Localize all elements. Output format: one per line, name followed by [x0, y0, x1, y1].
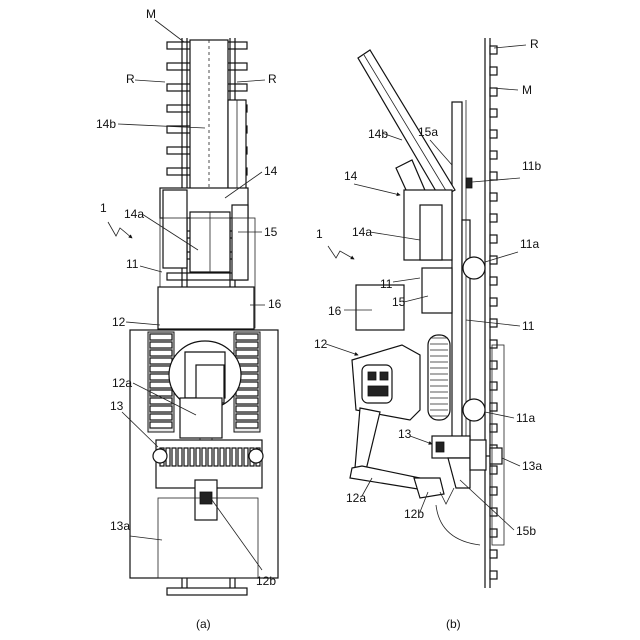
label-11: 11 — [126, 257, 139, 271]
rail-tie — [490, 382, 497, 390]
label-11a-bottom: 11a — [516, 411, 535, 425]
track-link — [236, 390, 258, 396]
label-14a: 14a — [352, 225, 372, 239]
rail-tie — [490, 130, 497, 138]
rail-tie — [490, 550, 497, 558]
wheel-11a-top — [463, 257, 485, 279]
label-15a: 15a — [418, 125, 438, 139]
label-14a: 14a — [124, 207, 144, 221]
label-14b: 14b — [96, 117, 116, 131]
rail-tie — [490, 277, 497, 285]
rail-tie — [490, 214, 497, 222]
tamper-tine — [244, 448, 248, 466]
rail-tie — [490, 403, 497, 411]
rail-tie — [490, 529, 497, 537]
label-11-b: 11 — [522, 319, 535, 333]
label-13a: 13a — [110, 519, 130, 533]
track-link — [150, 422, 172, 428]
rail-tie — [490, 67, 497, 75]
rail-tie — [167, 588, 247, 595]
label-1: 1 — [316, 227, 323, 241]
rail-tie — [490, 424, 497, 432]
label-16: 16 — [328, 304, 342, 318]
rail-tie — [490, 487, 497, 495]
tamper-tine — [178, 448, 182, 466]
track-link — [150, 350, 172, 356]
label-M: M — [522, 83, 532, 97]
label-1: 1 — [100, 201, 107, 215]
label-14: 14 — [264, 164, 278, 178]
label-11a-top: 11a — [520, 237, 539, 251]
track-link — [236, 334, 258, 340]
figure-b: R M 14b 15a 14 11b 1 14a 11a 11 16 15 11 — [314, 37, 542, 631]
rail-tie — [490, 88, 497, 96]
track-link — [150, 334, 172, 340]
rail-tie — [490, 298, 497, 306]
label-12a: 12a — [112, 376, 132, 390]
tamper-tine — [226, 448, 230, 466]
label-15b: 15b — [516, 524, 536, 538]
label-12: 12 — [314, 337, 328, 351]
label-15: 15 — [392, 295, 406, 309]
tamper-tine — [202, 448, 206, 466]
label-16: 16 — [268, 297, 282, 311]
label-R: R — [530, 37, 539, 51]
box-16-top — [158, 287, 254, 329]
wheel-11a-bottom — [463, 399, 485, 421]
rail-tie — [490, 172, 497, 180]
label-15: 15 — [264, 225, 278, 239]
sweep-arc — [436, 505, 480, 545]
label-M: M — [146, 7, 156, 21]
unit-15-side — [422, 268, 452, 313]
rail-ties-b — [490, 46, 497, 579]
tamper-tine — [220, 448, 224, 466]
tamper-tine — [184, 448, 188, 466]
label-14: 14 — [344, 169, 358, 183]
track-link — [236, 414, 258, 420]
label-R-right: R — [268, 72, 277, 86]
label-13: 13 — [110, 399, 124, 413]
track-link — [150, 358, 172, 364]
label-13: 13 — [398, 427, 412, 441]
track-link — [150, 406, 172, 412]
label-12: 12 — [112, 315, 126, 329]
tamper-tine — [232, 448, 236, 466]
rail-tie — [490, 109, 497, 117]
tamper-tine — [214, 448, 218, 466]
label-11-a: 11 — [380, 277, 393, 291]
track-link — [150, 382, 172, 388]
caption-b: (b) — [446, 617, 461, 631]
figure-a: M R R 14b 14 1 14a 15 11 16 12 12a 13 — [96, 7, 282, 631]
track-link — [236, 422, 258, 428]
track-link — [236, 398, 258, 404]
rail-tie — [490, 235, 497, 243]
rail-tie — [490, 46, 497, 54]
rail-tie — [490, 340, 497, 348]
tamper-tine — [172, 448, 176, 466]
label-R-left: R — [126, 72, 135, 86]
track-link — [236, 406, 258, 412]
caption-a: (a) — [196, 617, 211, 631]
tamper-tine — [208, 448, 212, 466]
label-11b: 11b — [522, 159, 541, 173]
tamper-tine — [190, 448, 194, 466]
track-link — [236, 350, 258, 356]
rail-tie — [490, 193, 497, 201]
tamper-tine — [238, 448, 242, 466]
track-link — [150, 414, 172, 420]
labels-b: R M 14b 15a 14 11b 1 14a 11a 11 16 15 11 — [314, 37, 542, 631]
rail-tie — [490, 151, 497, 159]
rail-tie — [490, 571, 497, 579]
rail-tie — [490, 361, 497, 369]
tamper-tine — [196, 448, 200, 466]
track-link — [236, 342, 258, 348]
label-13a: 13a — [522, 459, 542, 473]
track-link — [150, 342, 172, 348]
label-12b: 12b — [256, 574, 276, 588]
rail-tie — [490, 466, 497, 474]
